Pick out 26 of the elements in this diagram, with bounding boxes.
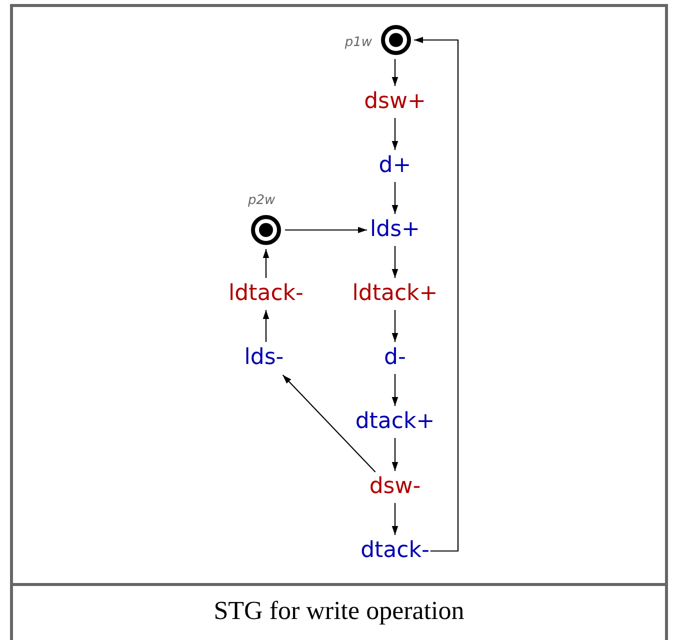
arrow bbox=[392, 246, 398, 278]
place-name: p1w bbox=[344, 34, 372, 52]
arrow bbox=[392, 374, 398, 406]
caption: STG for write operation bbox=[212, 596, 466, 626]
arrow bbox=[392, 59, 398, 86]
arrow bbox=[285, 226, 367, 234]
transition-label: d+ bbox=[378, 153, 412, 179]
arrow bbox=[392, 118, 398, 150]
arrow bbox=[282, 374, 376, 472]
transition-label: d- bbox=[384, 345, 406, 371]
arrow bbox=[414, 36, 459, 552]
arrow bbox=[392, 310, 398, 342]
transition-label: lds+ bbox=[370, 217, 420, 243]
arrow bbox=[262, 249, 270, 278]
transition-label: ldtack+ bbox=[352, 281, 438, 307]
transition-label: dsw- bbox=[369, 474, 421, 500]
arrow bbox=[392, 182, 398, 214]
arrow bbox=[262, 310, 270, 342]
place-name: p2w bbox=[248, 192, 276, 210]
transition-label: dtack+ bbox=[355, 409, 435, 435]
arrow bbox=[392, 503, 398, 535]
transition-label: dtack- bbox=[360, 538, 430, 564]
transition-label: ldtack- bbox=[228, 281, 304, 307]
transition-label: dsw+ bbox=[364, 89, 426, 115]
arrow bbox=[392, 438, 398, 471]
transition-label: lds- bbox=[244, 345, 284, 371]
